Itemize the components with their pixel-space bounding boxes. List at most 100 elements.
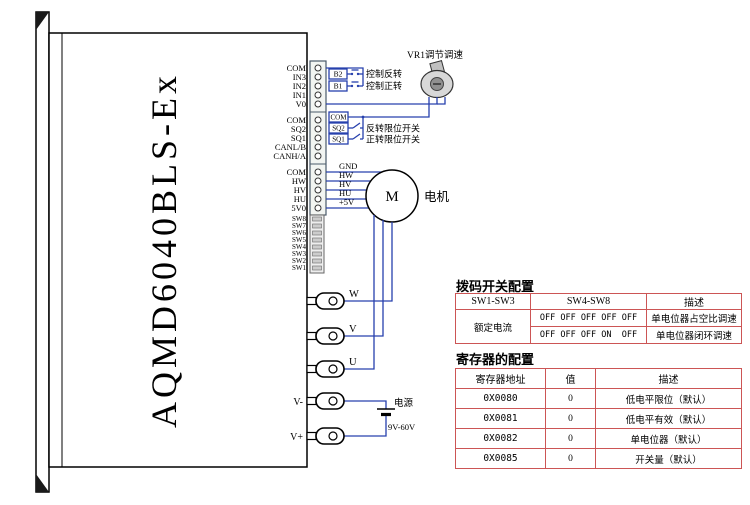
driver-body: AQMD6040BLS-Ex bbox=[35, 11, 308, 493]
ctrl-reverse-label: 控制反转 bbox=[366, 68, 402, 79]
reg-header-desc: 描述 bbox=[595, 368, 742, 389]
pin-label: CANH/A bbox=[273, 151, 306, 161]
dip-switch bbox=[312, 223, 322, 229]
lug-v bbox=[306, 327, 345, 345]
pin-hole bbox=[314, 116, 322, 124]
power-range-label: 9V-60V bbox=[388, 422, 416, 432]
button-terminal bbox=[356, 72, 360, 76]
pin-hole bbox=[314, 134, 322, 142]
pin-label: SW5 bbox=[292, 236, 307, 244]
reg-header-val: 值 bbox=[545, 368, 596, 389]
dip-row-label: 额定电流 bbox=[455, 309, 531, 344]
dip-desc: 单电位器闭环调速 bbox=[646, 326, 742, 344]
dip-switch bbox=[312, 244, 322, 250]
reg-desc: 单电位器（默认） bbox=[595, 428, 742, 449]
dip-switch bbox=[312, 230, 322, 236]
flange-bottom-notch bbox=[36, 474, 49, 492]
vplus-wire bbox=[344, 416, 387, 437]
battery-symbol bbox=[377, 408, 395, 417]
dip-table-title: 拨码开关配置 bbox=[456, 279, 535, 294]
pin-holes bbox=[314, 64, 322, 212]
reg-table-row: 0X0081 0 低电平有效（默认） bbox=[455, 408, 742, 429]
pin-label: COM bbox=[287, 63, 307, 73]
pin-hole bbox=[314, 195, 322, 203]
pin-label: SW7 bbox=[292, 222, 307, 230]
limit-switch-wiring bbox=[326, 97, 446, 145]
com-box-label: COM bbox=[331, 114, 348, 122]
lug-vplus bbox=[306, 427, 345, 445]
pin-label: COM bbox=[287, 167, 307, 177]
pin-hole bbox=[314, 82, 322, 90]
reg-val: 0 bbox=[545, 448, 596, 469]
reg-addr: 0X0081 bbox=[455, 408, 546, 429]
vplus-label: V+ bbox=[290, 432, 303, 443]
dip-table-row: OFF OFF OFF ON OFF 单电位器闭环调速 bbox=[456, 326, 742, 344]
phase-v-wire bbox=[344, 220, 384, 337]
reg-addr: 0X0085 bbox=[455, 448, 546, 469]
power-wiring bbox=[344, 400, 387, 437]
pin-label: SQ1 bbox=[291, 133, 306, 143]
pin-label: V0 bbox=[296, 99, 306, 109]
hw-label: HW bbox=[339, 170, 353, 180]
dip-header-sw13: SW1-SW3 bbox=[455, 293, 531, 310]
gnd-label: GND bbox=[339, 161, 357, 171]
reg-table-row: 0X0080 0 低电平限位（默认） bbox=[455, 388, 742, 409]
register-table: 寄存器地址 值 描述 0X0080 0 低电平限位（默认） 0X0081 0 低… bbox=[455, 368, 742, 469]
reg-addr: 0X0082 bbox=[455, 428, 546, 449]
button-terminal bbox=[356, 84, 360, 88]
dip-switch-table: SW1-SW3 SW4-SW8 描述 额定电流 OFF OFF OFF OFF … bbox=[455, 293, 742, 344]
phase-w-label: W bbox=[349, 289, 359, 300]
pin-hole bbox=[314, 143, 322, 151]
pin-label: HV bbox=[294, 185, 307, 195]
body-outline bbox=[48, 32, 308, 468]
dip-switch-block bbox=[309, 214, 325, 274]
motor-label: 电机 bbox=[424, 190, 450, 204]
pin-label: HU bbox=[294, 194, 306, 204]
reg-table-header-row: 寄存器地址 值 描述 bbox=[455, 368, 742, 389]
potentiometer bbox=[420, 60, 454, 99]
button-terminal bbox=[350, 84, 354, 88]
reg-val: 0 bbox=[545, 408, 596, 429]
control-input-wiring bbox=[326, 67, 364, 92]
b1-label: B1 bbox=[334, 82, 343, 91]
button-terminal bbox=[350, 72, 354, 76]
pin-label: IN1 bbox=[293, 90, 306, 100]
hu-label: HU bbox=[339, 188, 351, 198]
reg-desc: 开关量（默认） bbox=[595, 448, 742, 469]
phase-u-label: U bbox=[349, 357, 357, 368]
pin-label: SW8 bbox=[292, 215, 307, 223]
lug-u bbox=[306, 360, 345, 378]
mount-flange bbox=[35, 11, 50, 493]
lug-vminus bbox=[306, 392, 345, 410]
model-label: AQMD6040BLS-Ex bbox=[144, 72, 184, 428]
com-bus-top bbox=[326, 67, 364, 86]
pin-hole bbox=[314, 100, 322, 108]
motor-symbol: M bbox=[365, 169, 419, 223]
reg-header-addr: 寄存器地址 bbox=[455, 368, 546, 389]
reg-val: 0 bbox=[545, 388, 596, 409]
pin-hole bbox=[314, 152, 322, 160]
com-to-pot-wire bbox=[348, 97, 430, 118]
motor-m: M bbox=[385, 189, 398, 205]
pin-label: SW1 bbox=[292, 264, 307, 272]
sq1-box-label: SQ1 bbox=[332, 136, 345, 144]
sq1-switch-blade bbox=[352, 133, 361, 140]
pin-hole bbox=[314, 177, 322, 185]
pin-label: COM bbox=[287, 115, 307, 125]
limit-forward-label: 正转限位开关 bbox=[366, 134, 420, 145]
phase-u-wire bbox=[344, 215, 375, 370]
dip-sw-values: OFF OFF OFF ON OFF bbox=[530, 326, 647, 344]
lug-w bbox=[306, 292, 345, 310]
pin-hole bbox=[314, 64, 322, 72]
hall-wiring bbox=[326, 171, 382, 209]
pin-hole bbox=[314, 91, 322, 99]
reg-val: 0 bbox=[545, 428, 596, 449]
dip-sw-values: OFF OFF OFF OFF OFF bbox=[530, 309, 647, 327]
pin-label: CANL/B bbox=[275, 142, 307, 152]
reg-desc: 低电平有效（默认） bbox=[595, 408, 742, 429]
dip-switch bbox=[312, 216, 322, 222]
dip-switch bbox=[312, 258, 322, 264]
pin-hole bbox=[314, 186, 322, 194]
dip-switch bbox=[312, 251, 322, 257]
